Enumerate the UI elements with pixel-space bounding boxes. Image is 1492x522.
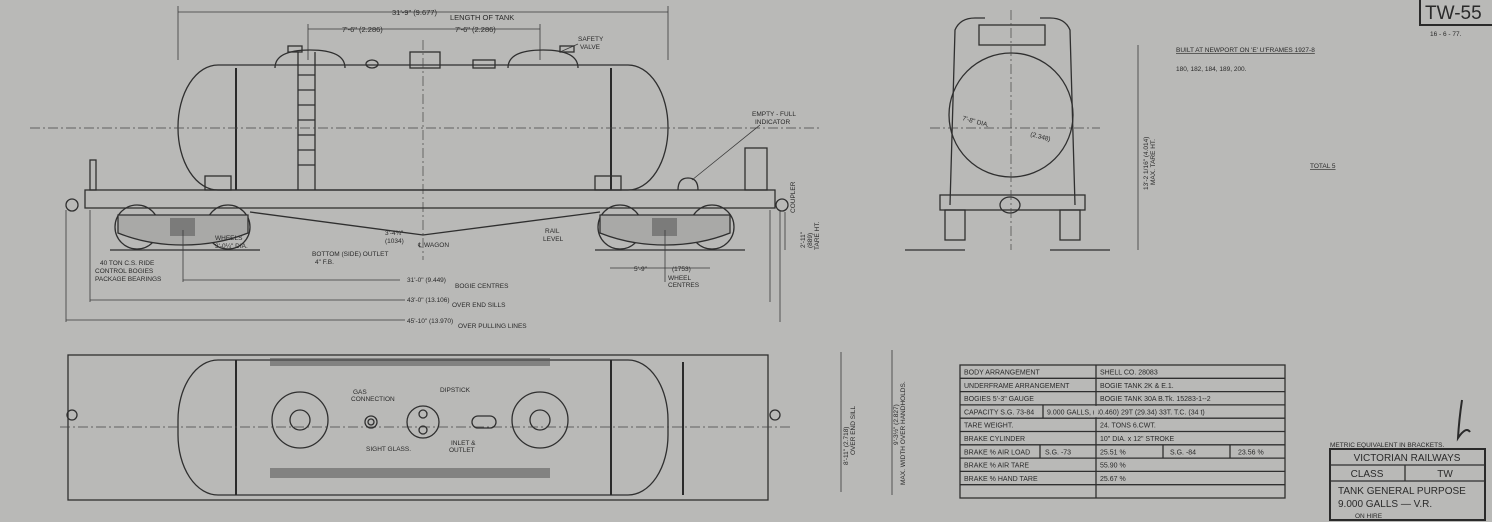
spec-table-cell: SHELL CO. 28083 [1100, 370, 1158, 377]
wheels-label: WHEELS [215, 235, 243, 242]
spec-table-cell: BRAKE % HAND TARE [964, 476, 1038, 483]
tank-length-label: LENGTH OF TANK [450, 13, 514, 22]
spec-table-cell: 24. TONS 6.CWT. [1100, 423, 1156, 430]
spec-table-cell: BRAKE CYLINDER [964, 436, 1025, 443]
coupler-height-label: TARE HT. [814, 221, 821, 250]
signature-mark [1456, 399, 1471, 442]
drawing-number-box: TW-55 16 - 6 - 77. [1419, 0, 1492, 38]
spec-table-cell: BODY ARRANGEMENT [964, 370, 1040, 377]
pulling-lines-label: OVER PULLING LINES [458, 323, 527, 330]
wheels-dia: 3'-0¼" DIA. [215, 243, 248, 250]
pulling-lines-dim: 45'-10" (13.970) [407, 318, 453, 325]
end-sill-width: 8'-11" (2.718) [843, 427, 850, 465]
max-height-dim: 13'-2 1/16" (4.014) [1143, 137, 1150, 190]
spec-table-cell: 9.000 GALLS, (40.460) 29T (29.34) 33T. T… [1047, 409, 1205, 416]
spec-table-cell: BOGIE TANK 30A B.Tk. 15283-1--2 [1100, 396, 1211, 403]
wheel-centres-label: WHEEL [668, 275, 692, 282]
railway-name: VICTORIAN RAILWAYS [1354, 453, 1461, 464]
dome-offset-left: 7'-6" (2.286) [342, 25, 383, 34]
title-block: VICTORIAN RAILWAYS CLASS TW TANK GENERAL… [1329, 448, 1486, 521]
safety-valve-label-2: VALVE [580, 44, 601, 51]
spec-table-cell: CAPACITY S.G. 73-84 [964, 409, 1034, 416]
coupler-height-metric: (889) [807, 233, 814, 248]
gas-connection-label-2: CONNECTION [351, 396, 395, 403]
spec-table-cell: BRAKE % AIR LOAD [964, 449, 1030, 456]
spec-table-cell: 10" DIA. x 12" STROKE [1100, 436, 1175, 443]
wagon-capacity: 9.000 GALLS — V.R. [1338, 499, 1432, 510]
safety-valve-label: SAFETY [578, 36, 604, 43]
spec-table-cell: UNDERFRAME ARRANGEMENT [964, 383, 1070, 390]
wagon-description: TANK GENERAL PURPOSE [1338, 486, 1466, 497]
wheel-base-metric: (1753) [672, 266, 691, 273]
sight-glass-label: SIGHT GLASS. [366, 446, 411, 453]
end-sill-label: OVER END SILL [850, 405, 857, 455]
class-value: TW [1437, 469, 1453, 480]
side-elevation: 31'-9" (9.677) LENGTH OF TANK 7'-6" (2.2… [30, 6, 821, 330]
metric-note: METRIC EQUIVALENT IN BRACKETS. [1330, 442, 1444, 449]
spec-table-cell: TARE WEIGHT. [964, 423, 1013, 430]
wagon-centre-label: ℄ WAGON [417, 242, 449, 249]
end-sills-dim: 43'-0" (13.106) [407, 297, 450, 304]
spec-table-cell: BRAKE % AIR TARE [964, 463, 1029, 470]
max-width: 9'-3½" (2.827) [892, 404, 900, 445]
tank-dia-metric: (2.348) [1029, 131, 1051, 143]
max-height-label: MAX. TARE HT. [1150, 139, 1157, 185]
outlet-offset-metric: (1034) [385, 238, 404, 245]
dipstick-label: DIPSTICK [440, 387, 471, 394]
spec-table-cell: BOGIES 5'-3" GAUGE [964, 396, 1034, 403]
spec-table-cell: 25.51 % [1100, 449, 1126, 456]
inlet-outlet-label: INLET & [451, 440, 476, 447]
max-width-label: MAX. WIDTH OVER HANDHOLDS. [900, 381, 907, 485]
end-view: 7'-8" DIA. (2.348) 13'-2 1/16" (4.014) M… [905, 10, 1157, 251]
class-label: CLASS [1351, 469, 1384, 480]
coupler-label: COUPLER [790, 181, 797, 213]
bogie-centres-dim: 31'-0" (9.449) [407, 277, 446, 284]
gas-connection-label: GAS [353, 389, 367, 396]
built-note: BUILT AT NEWPORT ON 'E' U'FRAMES 1927-8 [1176, 47, 1315, 54]
spec-table-cell: 25.67 % [1100, 476, 1126, 483]
fleet-numbers: 180, 182, 184, 189, 200. [1176, 66, 1247, 73]
indicator-label: EMPTY - FULL [752, 111, 796, 118]
indicator-label-2: INDICATOR [755, 119, 790, 126]
spec-table-cell: S.G. -73 [1045, 449, 1071, 456]
rail-level-label: RAIL [545, 228, 560, 235]
rail-level-label-2: LEVEL [543, 236, 564, 243]
inlet-outlet-label-2: OUTLET [449, 447, 475, 454]
dome-offset-right: 7'-6" (2.286) [455, 25, 496, 34]
wheel-centres-label-2: CENTRES [668, 282, 700, 289]
notes: BUILT AT NEWPORT ON 'E' U'FRAMES 1927-8 … [1176, 47, 1471, 449]
spec-table: BODY ARRANGEMENT SHELL CO. 28083UNDERFRAM… [959, 364, 1286, 499]
total-note: TOTAL 5 [1310, 163, 1336, 170]
spec-table-cell: 55.90 % [1100, 463, 1126, 470]
hire-status: ON HIRE [1355, 513, 1383, 520]
bogies-note-1: 40 TON C.S. RIDE [100, 260, 155, 267]
coupler-height: 2'-11" [800, 231, 807, 248]
spec-table-cell: 23.56 % [1238, 449, 1264, 456]
drawing-number: TW-55 [1425, 3, 1482, 24]
end-sills-label: OVER END SILLS [452, 302, 506, 309]
bogies-note-3: PACKAGE BEARINGS [95, 276, 162, 283]
outlet-size: 4" F.B. [315, 259, 334, 266]
bogies-note-2: CONTROL BOGIES [95, 268, 154, 275]
outlet-offset: 3'-4¾" [385, 230, 404, 237]
drawing-date: 16 - 6 - 77. [1430, 31, 1462, 38]
outlet-label: BOTTOM (SIDE) OUTLET [312, 251, 388, 258]
tank-length-dim: 31'-9" (9.677) [392, 8, 437, 17]
bogie-centres-label: BOGIE CENTRES [455, 283, 509, 290]
tank-dia-label: 7'-8" DIA. [961, 115, 989, 129]
spec-table-cell: S.G. -84 [1170, 449, 1196, 456]
spec-table-cell: BOGIE TANK 2K & E.1. [1100, 383, 1174, 390]
wheel-base-dim: 5'-9" [634, 266, 648, 273]
plan-view: GAS CONNECTION DIPSTICK SIGHT GLASS. INL… [60, 350, 907, 501]
